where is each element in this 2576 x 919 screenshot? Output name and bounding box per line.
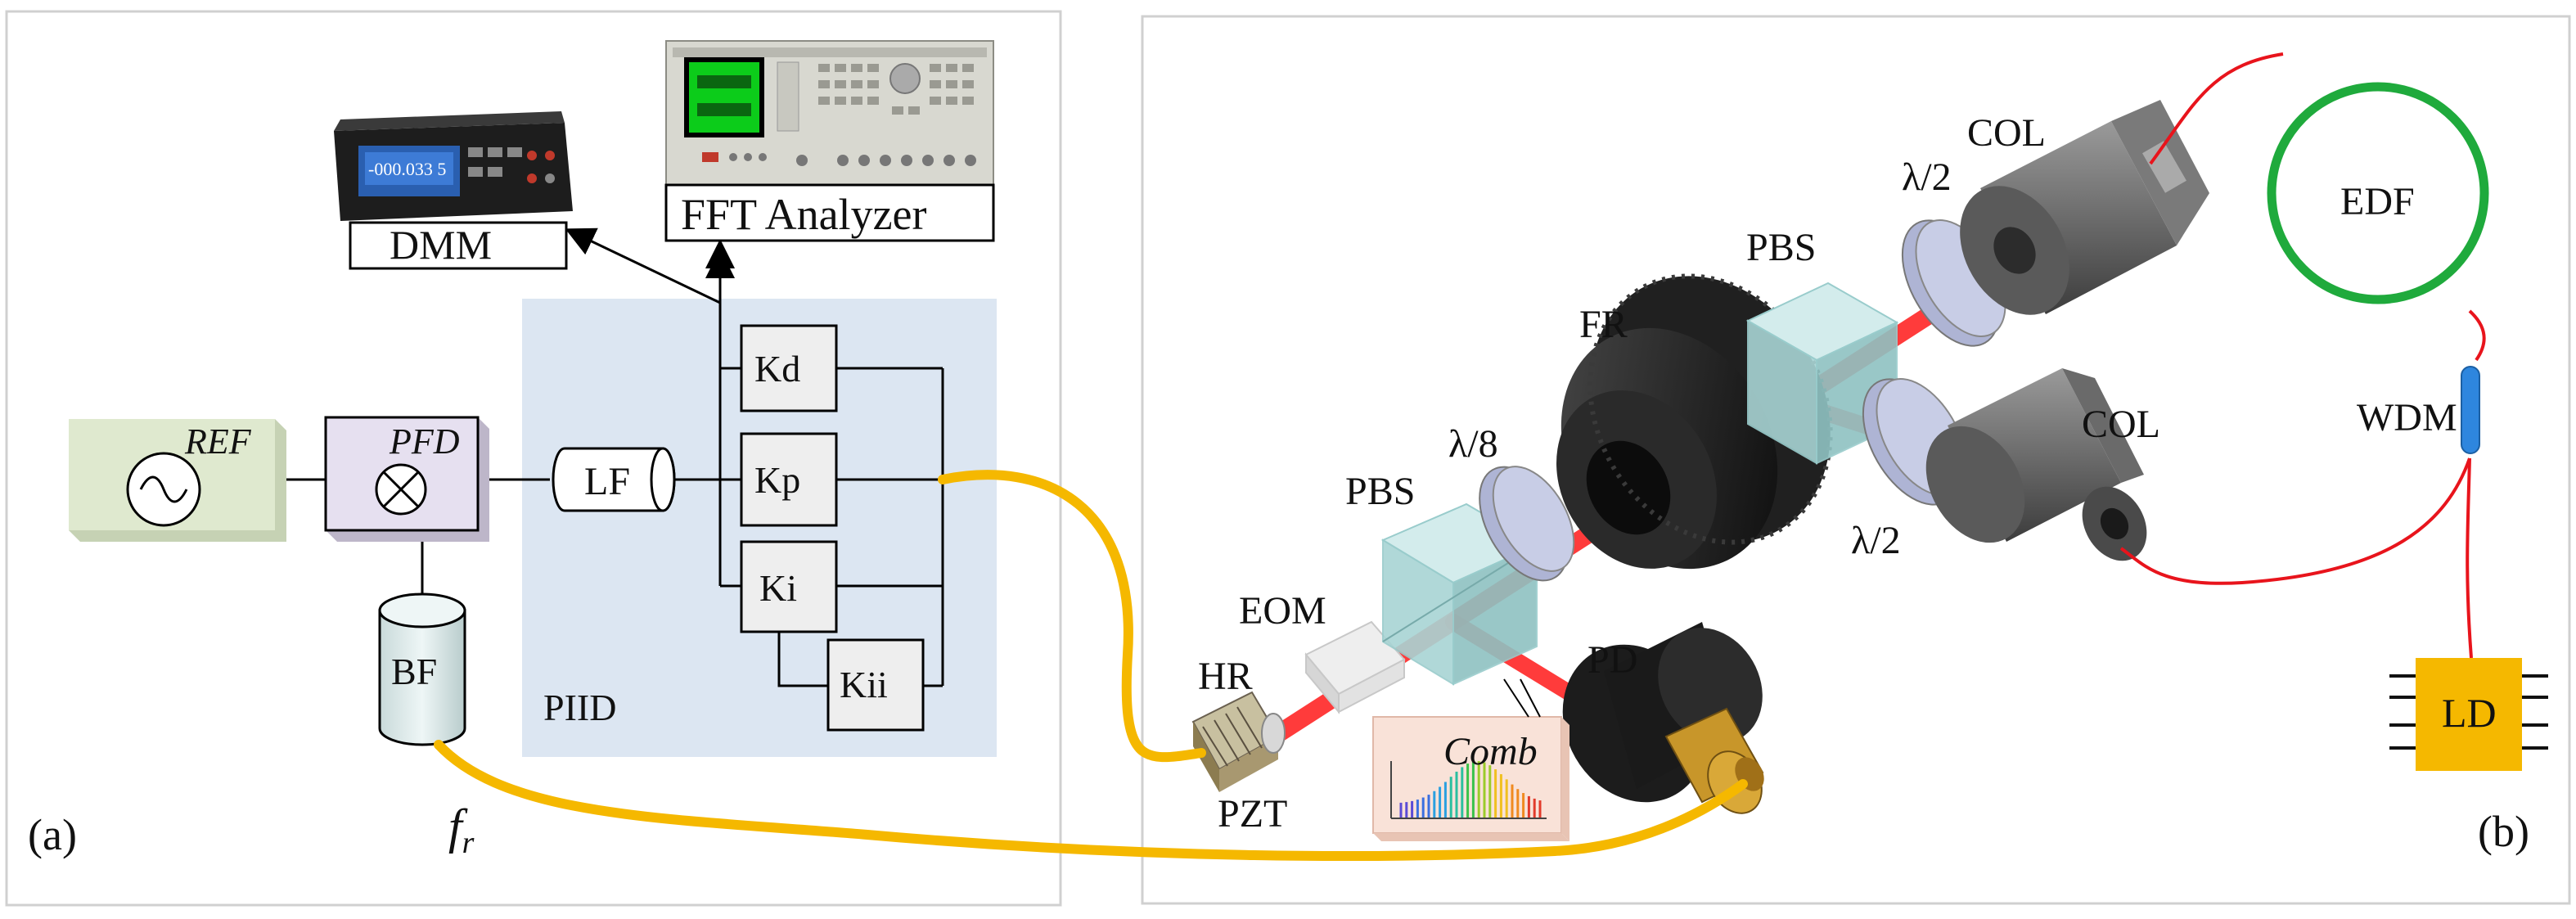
panel-b-label: (b) [2478, 807, 2529, 856]
pbs-top-label: PBS [1746, 226, 1816, 269]
collimator-right [1925, 368, 2147, 561]
kii-label: Kii [840, 664, 888, 705]
dmm-reading: -000.033 5 [368, 159, 446, 179]
fiber-path [2119, 52, 2486, 659]
dmm-screen [365, 152, 453, 185]
eighth-wave-plate [1479, 466, 1575, 582]
fft-label: FFT Analyzer [681, 190, 926, 239]
pfd-block: PFD [324, 416, 489, 542]
ref-block: REF [69, 419, 286, 542]
ki-label: Ki [759, 567, 797, 609]
dmm-label-box [349, 221, 568, 270]
col-right-label: COL [2082, 403, 2160, 446]
comb-label: Comb [1443, 730, 1538, 773]
half-wave-top-label: λ/2 [1902, 155, 1952, 199]
dmm-label: DMM [390, 222, 492, 268]
kp-label: Kp [754, 459, 800, 501]
fft-label-box [664, 183, 995, 242]
signal-cables [434, 470, 1748, 861]
panel-a-label: (a) [28, 810, 77, 859]
eighth-wave-label: λ/8 [1448, 422, 1498, 466]
hr-pzt-mirror [1191, 691, 1286, 792]
panel-b-frame [1141, 15, 2571, 905]
pd-label: PD [1587, 638, 1637, 682]
wdm-label: WDM [2357, 396, 2457, 439]
dmm-device: -000.033 5 [334, 111, 573, 221]
bf-filter: BF [378, 592, 466, 746]
bf-label: BF [391, 651, 437, 692]
laser-diode: LD [2389, 658, 2548, 771]
fft-screen [689, 62, 759, 133]
edf-fiber-ring [2267, 82, 2489, 304]
pzt-label: PZT [1218, 792, 1287, 836]
hr-label: HR [1198, 655, 1253, 698]
pfd-label: PFD [389, 421, 460, 462]
lf-filter: LF [552, 447, 676, 512]
ki-block [740, 540, 838, 633]
lf-label: LF [584, 460, 630, 503]
ld-label: LD [2442, 690, 2497, 736]
half-wave-bottom-label: λ/2 [1851, 519, 1901, 562]
pbs-left-label: PBS [1345, 470, 1415, 513]
fr-rotator-label: FR [1579, 303, 1628, 346]
comb-lines [1399, 761, 1542, 818]
fft-analyzer-device [665, 40, 994, 186]
pbs-cube-top [1745, 282, 1899, 465]
eom [1304, 620, 1406, 714]
kd-label: Kd [754, 348, 800, 390]
piid-label: PIID [543, 687, 616, 728]
ref-label: REF [184, 421, 252, 462]
edf-label: EDF [2340, 180, 2415, 223]
comb-spectrum [1372, 678, 1569, 841]
collimator-top [1960, 100, 2209, 315]
eom-label: EOM [1239, 589, 1326, 633]
col-top-label: COL [1967, 111, 2046, 155]
wdm-coupler [2461, 366, 2480, 454]
